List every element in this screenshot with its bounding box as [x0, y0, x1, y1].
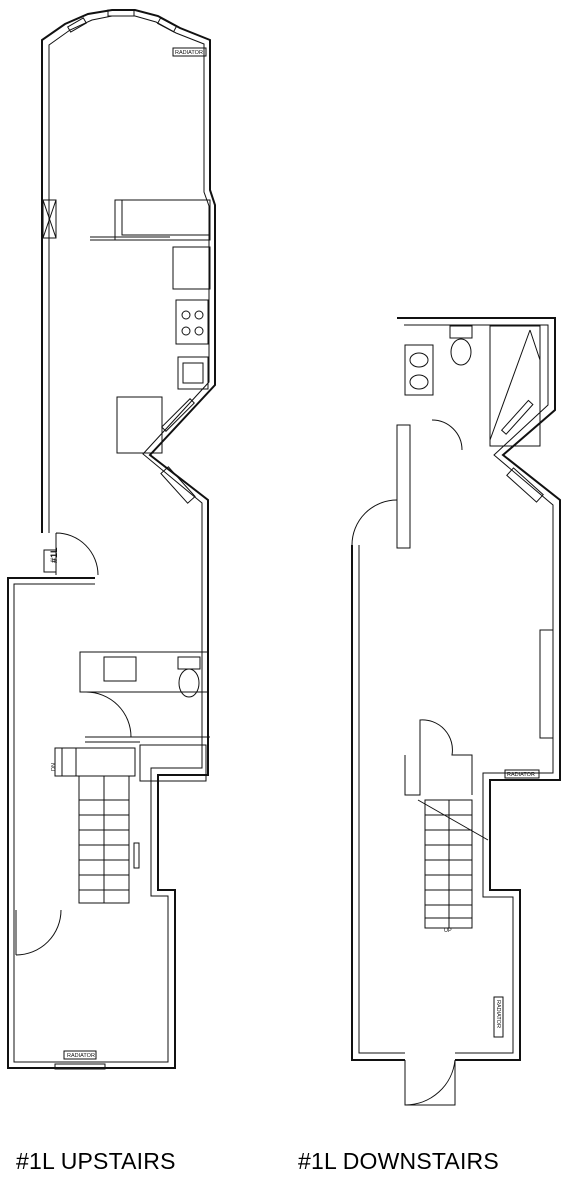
svg-text:RADIATOR: RADIATOR: [507, 772, 535, 778]
bathtub: [139, 744, 207, 782]
downstairs-toilet: [449, 325, 473, 339]
svg-text:RADIATOR: RADIATOR: [67, 1053, 95, 1059]
stove: [175, 299, 209, 345]
stair-up-label: UP: [444, 928, 452, 934]
kitchen-sink: [177, 356, 209, 390]
downstairs-door: [351, 499, 398, 546]
kitchen-cabinet: [116, 396, 163, 454]
shower: [489, 325, 541, 447]
bathroom-door: [85, 691, 132, 738]
upstairs-plan: RADIATOR #1L: [7, 9, 216, 1070]
radiator-upstairs-bottom: [63, 1050, 97, 1060]
downstairs-plan: UP RADIATOR RADIATOR: [351, 317, 561, 1106]
downstairs-bath-door: [431, 419, 463, 451]
upstairs-caption: #1L UPSTAIRS: [16, 1148, 176, 1174]
toilet: [177, 656, 201, 670]
stair-dn-label: DN: [51, 763, 57, 771]
radiator-upstairs-top: [172, 47, 207, 57]
floor-plan: RADIATOR #1L: [7, 9, 561, 1106]
stair-closet: [404, 719, 473, 796]
bedroom-door: [15, 909, 62, 956]
downstairs-caption: #1L DOWNSTAIRS: [298, 1148, 499, 1174]
downstairs-inner-wall: [358, 324, 554, 1054]
partition-wall: [396, 424, 411, 549]
window: [133, 842, 140, 869]
downstairs-bottom-door: [404, 1059, 456, 1106]
angled-window: [161, 398, 195, 432]
downstairs-stairs: [417, 799, 489, 929]
radiator-downstairs-bottom: [493, 996, 504, 1038]
upstairs-stairs: [54, 747, 136, 904]
entry-door: [55, 532, 99, 576]
bay-window: [156, 17, 178, 33]
upstairs-inner-wall: [13, 15, 210, 1063]
window-bottom: [54, 1063, 106, 1070]
radiator-label: RADIATOR: [175, 50, 203, 56]
refrigerator: [172, 246, 211, 290]
radiator-downstairs-mid: [504, 769, 540, 779]
closet: [42, 199, 57, 239]
bay-window: [67, 17, 87, 33]
angled-window: [500, 399, 534, 435]
radiator-upstairs-angled: [160, 466, 196, 504]
downstairs-outer-wall: [351, 317, 561, 1061]
bathroom: [79, 651, 209, 693]
bay-window: [107, 9, 135, 17]
bathroom-sink: [103, 656, 137, 682]
svg-text:RADIATOR: RADIATOR: [495, 1000, 501, 1028]
upstairs-outer-wall: [7, 9, 216, 1069]
kitchen-counter: [114, 199, 211, 241]
downstairs-vanity: [404, 344, 434, 396]
radiator-downstairs-angled: [506, 467, 544, 503]
unit-tag-label: #1L: [49, 547, 59, 563]
